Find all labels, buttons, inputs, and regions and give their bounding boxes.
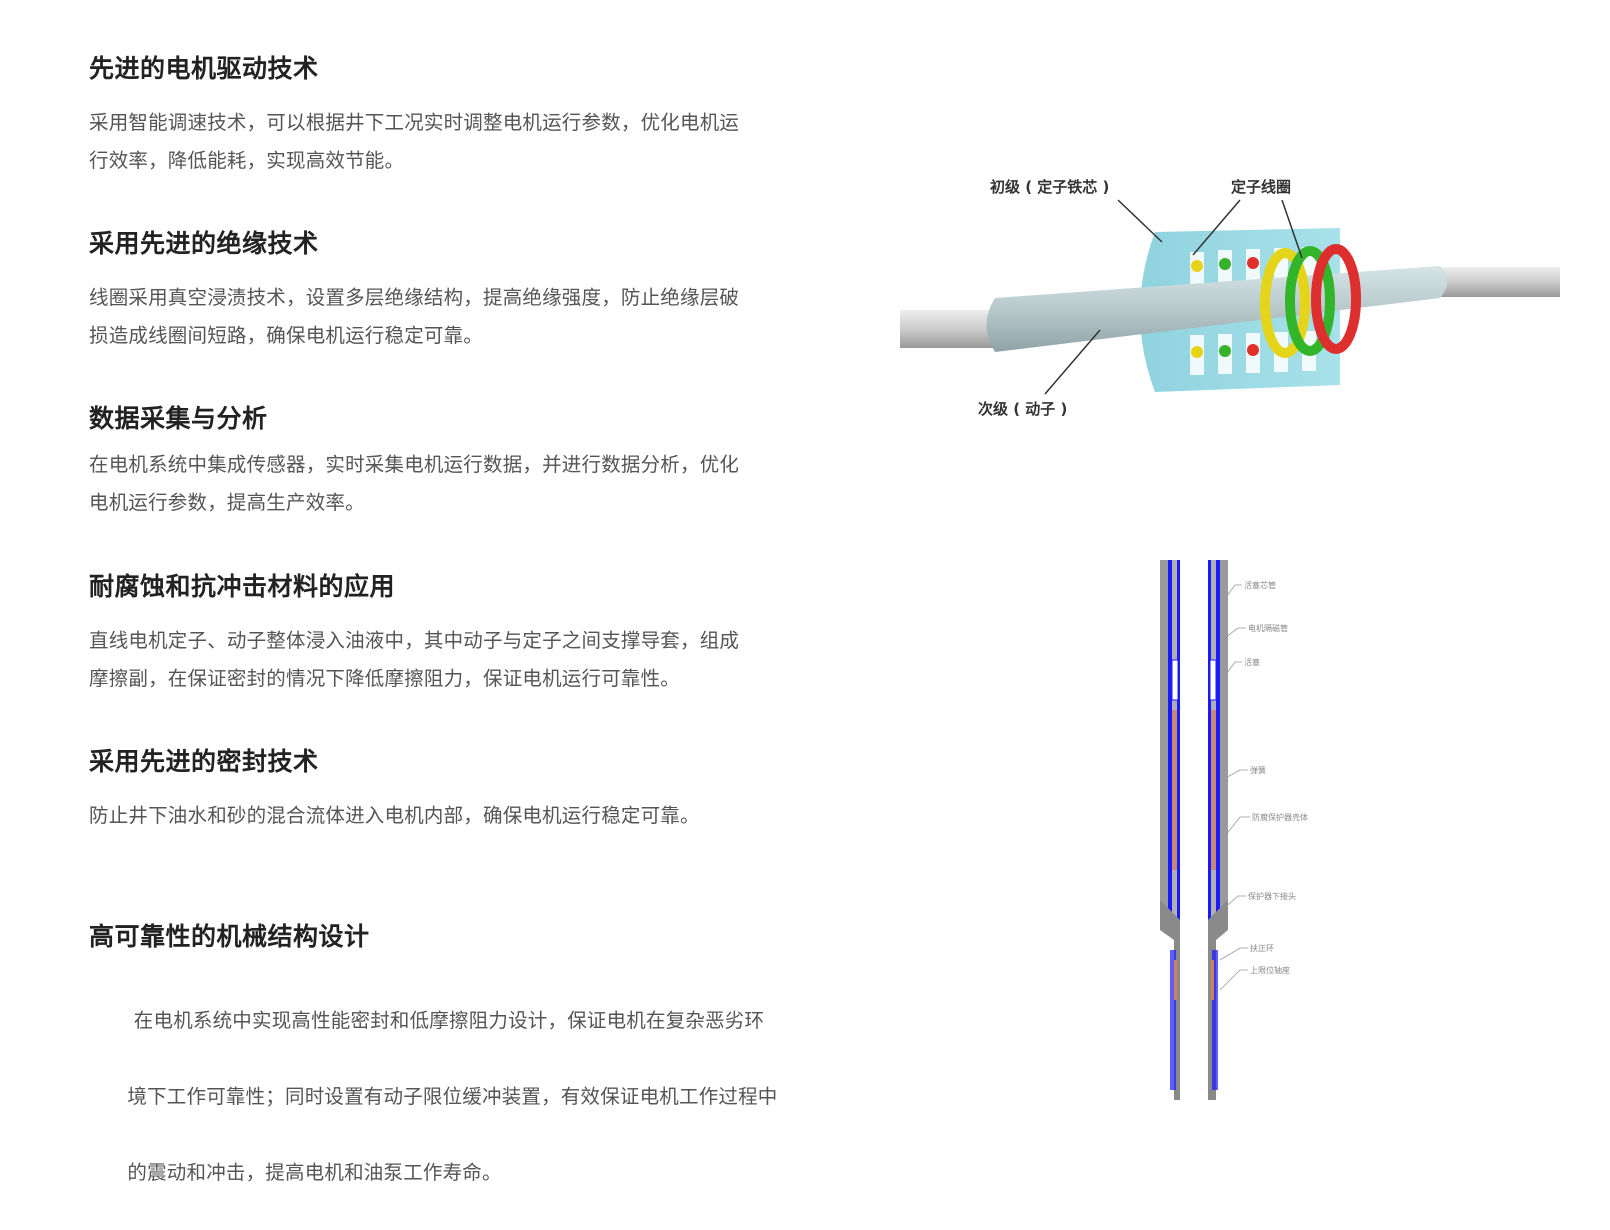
section-materials: 耐腐蚀和抗冲击材料的应用 直线电机定子、动子整体浸入油液中，其中动子与定子之间支… xyxy=(89,570,759,698)
body-line: 摩擦副，在保证密封的情况下降低摩擦阻力，保证电机运行可靠性。 xyxy=(89,667,681,690)
leader-line-primary xyxy=(1117,199,1163,243)
section-body: 在电机系统中实现高性能密封和低摩擦阻力设计，保证电机在复杂恶劣环 境下工作可靠性… xyxy=(89,964,777,1230)
section-title: 高可靠性的机械结构设计 xyxy=(89,922,370,951)
section-body: 采用智能调速技术，可以根据井下工况实时调整电机运行参数，优化电机运 行效率，降低… xyxy=(89,104,759,180)
label-protector-lower-joint: 保护器下接头 xyxy=(1248,891,1296,901)
section-title: 先进的电机驱动技术 xyxy=(89,54,319,83)
section-body: 防止井下油水和砂的混合流体进入电机内部，确保电机运行稳定可靠。 xyxy=(89,797,759,835)
image-column: 初级 ( 定子铁芯 ) 定子线圈 次级 ( 动子 ) xyxy=(880,0,1580,1192)
body-line: 防止井下油水和砂的混合流体进入电机内部，确保电机运行稳定可靠。 xyxy=(89,804,700,827)
linear-motor-diagram: 初级 ( 定子铁芯 ) 定子线圈 次级 ( 动子 ) xyxy=(900,178,1560,418)
label-piston: 活塞 xyxy=(1244,657,1260,667)
protector-cross-section: 活塞芯管 电机隔磁管 活塞 弹簧 防腐保护器壳体 保护器下接头 扶正环 上限位轴… xyxy=(1160,560,1308,1100)
label-protector-housing: 防腐保护器壳体 xyxy=(1252,812,1308,822)
label-primary: 初级 ( 定子铁芯 ) xyxy=(990,178,1109,196)
label-piston-core-tube: 活塞芯管 xyxy=(1244,580,1276,590)
section-title: 耐腐蚀和抗冲击材料的应用 xyxy=(89,572,396,601)
label-spring: 弹簧 xyxy=(1250,765,1266,775)
coil-red xyxy=(1311,244,1361,354)
section-title: 采用先进的绝缘技术 xyxy=(89,229,319,258)
coil-green xyxy=(1285,246,1335,356)
label-motor-isolation-tube: 电机隔磁管 xyxy=(1248,623,1288,633)
coil-yellow xyxy=(1260,248,1310,358)
leader-line-coil-a xyxy=(1192,199,1241,256)
section-insulation: 采用先进的绝缘技术 线圈采用真空浸渍技术，设置多层绝缘结构，提高绝缘强度，防止绝… xyxy=(89,227,759,355)
body-line: 线圈采用真空浸渍技术，设置多层绝缘结构，提高绝缘强度，防止绝缘层破 xyxy=(89,286,740,309)
label-upper-limit-seat: 上限位轴座 xyxy=(1250,965,1290,975)
body-line: 采用智能调速技术，可以根据井下工况实时调整电机运行参数，优化电机运 xyxy=(89,111,740,134)
label-secondary: 次级 ( 动子 ) xyxy=(978,400,1067,418)
body-line: 行效率，降低能耗，实现高效节能。 xyxy=(89,149,405,172)
leader-line-coil-b xyxy=(1281,199,1303,259)
label-coil: 定子线圈 xyxy=(1231,178,1291,196)
leader-line-secondary xyxy=(1044,329,1101,395)
body-line: 的震动和冲击，提高电机和油泵工作寿命。 xyxy=(127,1161,502,1184)
section-data-collection: 数据采集与分析 在电机系统中集成传感器，实时采集电机运行数据，并进行数据分析，优… xyxy=(89,402,759,522)
label-centralizer-ring: 扶正环 xyxy=(1250,943,1274,953)
section-sealing: 采用先进的密封技术 防止井下油水和砂的混合流体进入电机内部，确保电机运行稳定可靠… xyxy=(89,745,759,835)
section-title: 数据采集与分析 xyxy=(89,404,268,433)
body-line: 在电机系统中集成传感器，实时采集电机运行数据，并进行数据分析，优化 xyxy=(89,453,740,476)
section-body: 线圈采用真空浸渍技术，设置多层绝缘结构，提高绝缘强度，防止绝缘层破 损造成线圈间… xyxy=(89,279,759,355)
section-body: 直线电机定子、动子整体浸入油液中，其中动子与定子之间支撑导套，组成 摩擦副，在保… xyxy=(89,622,759,698)
body-line: 损造成线圈间短路，确保电机运行稳定可靠。 xyxy=(89,324,484,347)
section-title: 采用先进的密封技术 xyxy=(89,747,319,776)
body-line: 直线电机定子、动子整体浸入油液中，其中动子与定子之间支撑导套，组成 xyxy=(89,629,740,652)
spring-coils xyxy=(1172,710,1216,870)
section-body: 在电机系统中集成传感器，实时采集电机运行数据，并进行数据分析，优化 电机运行参数… xyxy=(89,446,759,522)
body-line: 在电机系统中实现高性能密封和低摩擦阻力设计，保证电机在复杂恶劣环 xyxy=(127,1009,765,1032)
body-line: 境下工作可靠性；同时设置有动子限位缓冲装置，有效保证电机工作过程中 xyxy=(127,1085,778,1108)
section-motor-drive: 先进的电机驱动技术 采用智能调速技术，可以根据井下工况实时调整电机运行参数，优化… xyxy=(89,52,759,180)
body-line: 电机运行参数，提高生产效率。 xyxy=(89,491,365,514)
section-mechanical: 高可靠性的机械结构设计 在电机系统中实现高性能密封和低摩擦阻力设计，保证电机在复… xyxy=(89,920,777,1230)
